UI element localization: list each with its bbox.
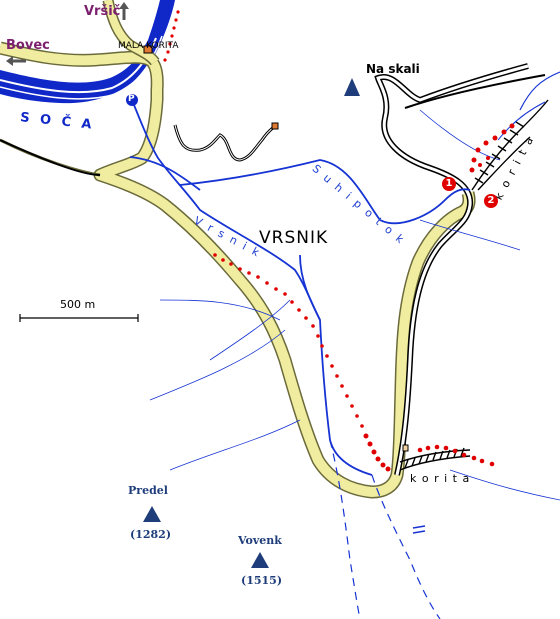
parking-icon (126, 94, 138, 106)
building-icon (402, 444, 409, 452)
peak-name-vovenk: Vovenk (238, 534, 282, 547)
na-skali-label: Na skali (366, 62, 420, 76)
hiking-path (163, 10, 515, 472)
dashed-stream (329, 439, 441, 619)
minor-streams (149, 109, 560, 501)
marker-1[interactable]: 1 (442, 177, 456, 191)
vrsic-label: Vršič (84, 4, 121, 19)
vrsnik-area-label: VRSNIK (259, 228, 329, 248)
gorge-upper (471, 99, 549, 191)
scale-label: 500 m (60, 298, 96, 311)
secondary-road (374, 63, 546, 476)
main-road (0, 0, 476, 499)
gorge-lower (399, 447, 471, 471)
scale-bar (19, 314, 139, 322)
peak-name-predel: Predel (128, 484, 168, 497)
arrow-left-icon (6, 56, 26, 66)
peak-icon-na-skali (344, 78, 360, 96)
building-icon (143, 45, 153, 54)
peak-icon-predel (143, 506, 161, 522)
parking-label: P (128, 94, 135, 104)
arrow-up-icon (119, 2, 129, 20)
korita-lower-label: k o r i t a (410, 472, 471, 485)
peak-elevation-vovenk: (1515) (241, 574, 283, 587)
streams (129, 94, 471, 476)
peak-elevation-predel: (1282) (130, 528, 172, 541)
building-icon (271, 122, 279, 130)
marker-2[interactable]: 2 (484, 194, 498, 208)
forest-track (173, 124, 275, 162)
soca-river (0, 0, 175, 104)
bovec-label: Bovec (6, 38, 50, 53)
mala-korita-label: MALA KORITA (118, 41, 179, 51)
bridge-icon (412, 525, 426, 534)
peak-icon-vovenk (251, 552, 269, 568)
